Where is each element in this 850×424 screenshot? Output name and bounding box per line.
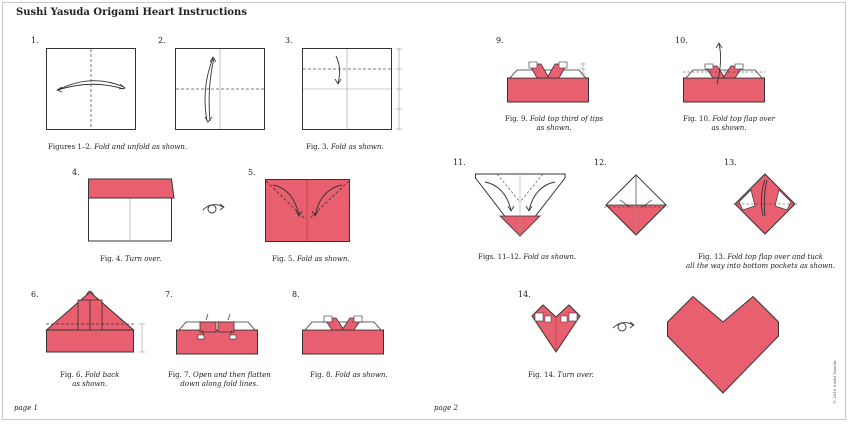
figure-6-diagram bbox=[45, 290, 145, 353]
step-7-number: 7. bbox=[165, 290, 173, 299]
figure-2-diagram bbox=[175, 48, 265, 130]
step-10-number: 10. bbox=[675, 36, 688, 45]
caption-figure-8: Fig. 8. Fold as shown. bbox=[310, 371, 388, 379]
step-13-number: 13. bbox=[724, 158, 737, 167]
caption-figure-5: Fig. 5. Fold as shown. bbox=[272, 255, 350, 263]
page-title: Sushi Yasuda Origami Heart Instructions bbox=[16, 7, 247, 18]
caption-figure-3: Fig. 3. Fold as shown. bbox=[306, 143, 384, 151]
figure-14-diagram bbox=[531, 304, 581, 353]
figure-9-diagram bbox=[507, 61, 589, 103]
caption-figures-11-12: Figs. 11–12. Fold as shown. bbox=[478, 253, 577, 261]
figure-1-diagram bbox=[46, 48, 136, 130]
figure-3-diagram bbox=[302, 48, 402, 130]
caption-figures-1-2: Figures 1–2. Fold and unfold as shown. bbox=[48, 143, 188, 151]
figure-13-diagram bbox=[733, 173, 797, 235]
step-9-number: 9. bbox=[496, 36, 504, 45]
step-5-number: 5. bbox=[248, 168, 256, 177]
page-number-right: page 2 bbox=[434, 404, 458, 412]
figure-10-diagram bbox=[683, 42, 765, 103]
step-3-number: 3. bbox=[285, 36, 293, 45]
figure-4-diagram bbox=[88, 178, 175, 242]
step-6-number: 6. bbox=[31, 290, 39, 299]
page-border bbox=[2, 2, 846, 420]
figure-8-diagram bbox=[302, 315, 384, 355]
step-14-number: 14. bbox=[518, 290, 531, 299]
turn-over-icon bbox=[612, 321, 635, 332]
step-2-number: 2. bbox=[158, 36, 166, 45]
step-12-number: 12. bbox=[594, 158, 607, 167]
caption-figure-4: Fig. 4. Turn over. bbox=[100, 255, 162, 263]
turn-over-icon bbox=[202, 203, 225, 214]
figure-5-diagram bbox=[265, 179, 350, 242]
caption-figure-14: Fig. 14. Turn over. bbox=[528, 371, 594, 379]
step-4-number: 4. bbox=[72, 168, 80, 177]
step-8-number: 8. bbox=[292, 290, 300, 299]
figure-12-diagram bbox=[604, 174, 668, 236]
page-number-left: page 1 bbox=[14, 404, 38, 412]
step-11-number: 11. bbox=[453, 158, 466, 167]
copyright-notice: © 2010 Sushi Yasuda bbox=[832, 360, 837, 404]
figure-7-diagram bbox=[176, 313, 258, 355]
final-heart-diagram bbox=[667, 295, 779, 394]
figure-11-diagram bbox=[475, 173, 566, 237]
step-1-number: 1. bbox=[31, 36, 39, 45]
